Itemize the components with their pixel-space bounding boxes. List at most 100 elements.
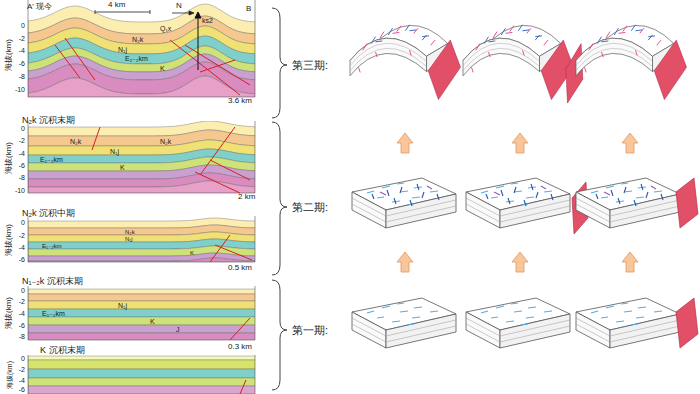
axis-tick: -2 [19,137,25,144]
bracket [272,8,287,118]
strata-label: J [176,326,180,333]
stage-title: N₂k 沉积中期 [22,209,75,218]
strata-label: N₂k [125,229,135,235]
stratum-band [28,294,255,301]
bracket [272,122,287,275]
section-frame [28,355,255,394]
stage-arrow [622,133,638,153]
axis-tick: -4 [19,47,25,54]
stratum-band [28,378,255,386]
block-diagram [472,25,549,73]
stratum-band [28,317,255,325]
strata-label: N₁j [125,236,133,242]
stage-arrow [512,133,528,153]
fault-line [55,45,80,78]
block-diagram [352,178,456,228]
period-label: 第一期: [292,325,328,336]
cross-section [28,218,255,262]
stage-arrow [397,133,413,153]
scale-label: 4 km [108,1,125,9]
fault-line [185,45,250,85]
stratum-band [28,360,255,369]
strata-label: E₁₋₂km [42,310,65,317]
north-label: N [176,2,182,10]
section-frame [28,121,255,193]
axis-tick: 0 [21,22,25,29]
north-arrow [172,13,190,14]
cross-section [28,356,255,394]
bracket [272,280,287,390]
north-arrow [172,11,194,15]
block-diagram [486,184,553,206]
fault-line [170,40,240,95]
axis-tick: -6 [19,162,25,169]
fault-line [210,235,230,262]
strata-label: Q₁x [160,25,171,32]
period-label: 第三期: [292,60,328,71]
stage-label: 现今 [36,3,52,11]
strata-label: K [190,250,194,256]
stage-arrow [512,252,528,272]
uplift-amount: 0.3 km [228,343,252,351]
fault-line [92,127,100,150]
block-diagram [466,178,570,228]
axis-tick: -2 [19,232,25,239]
fault-line [200,60,235,72]
block-diagram [352,178,456,228]
block-diagram [367,183,438,205]
axis-tick: -4 [19,244,25,251]
north-arrow [189,11,194,15]
stratum-band [28,258,255,262]
strata-label: E₁₋₂km [125,55,148,62]
block-diagram [463,25,574,100]
block-diagram [466,178,570,228]
strata-label: N₂k [132,36,143,43]
fault-line [210,160,250,180]
axis-tick: 0 [21,287,25,294]
block-diagram [481,303,552,325]
strata-label: N₂k [70,138,81,145]
fault-line [195,172,240,193]
scale-bar [95,10,96,14]
axis-tick: 0 [21,219,25,226]
axis-tick: -6 [19,256,25,263]
stratum-band [28,386,255,394]
axis-tick: -4 [19,310,25,317]
block-diagram [591,183,662,205]
section-end-label: B [246,5,251,13]
axis-tick: 0 [21,355,25,362]
block-diagram [572,178,698,234]
axis-tick: -6 [19,386,25,393]
axis-tick: 0 [21,125,25,132]
section-frame [28,286,255,340]
scale-bar [95,12,150,13]
bracket [272,8,287,390]
block-diagram [481,183,552,205]
strata-label: N₁j [118,302,127,309]
well-symbol [195,12,201,18]
fault-line [55,38,252,394]
axis-title: 海拔(km) [5,142,13,174]
cross-section [28,121,255,193]
stratum-band [28,181,255,193]
strata-label: N₁j [110,147,119,154]
axis-title: 海拔(km) [5,224,13,256]
axis-tick: -8 [19,73,25,80]
block-diagram [359,25,436,73]
block-diagram [466,298,570,348]
stratum-band [28,76,255,97]
axis-tick: -2 [19,298,25,305]
scale-bar [95,10,150,14]
stage-title: N₁₋₂k 沉积末期 [22,277,83,286]
block-diagram [367,303,438,325]
well-name: ks2 [202,17,213,24]
block-diagram [591,303,662,325]
axis-tick: -4 [19,377,25,384]
block-diagram [350,25,698,348]
axis-tick: -4 [19,150,25,157]
section-end-label: A' [27,3,34,11]
section-frame [28,216,255,262]
block-diagram [676,298,698,348]
axis-tick: -2 [19,366,25,373]
block-diagram [576,298,680,348]
